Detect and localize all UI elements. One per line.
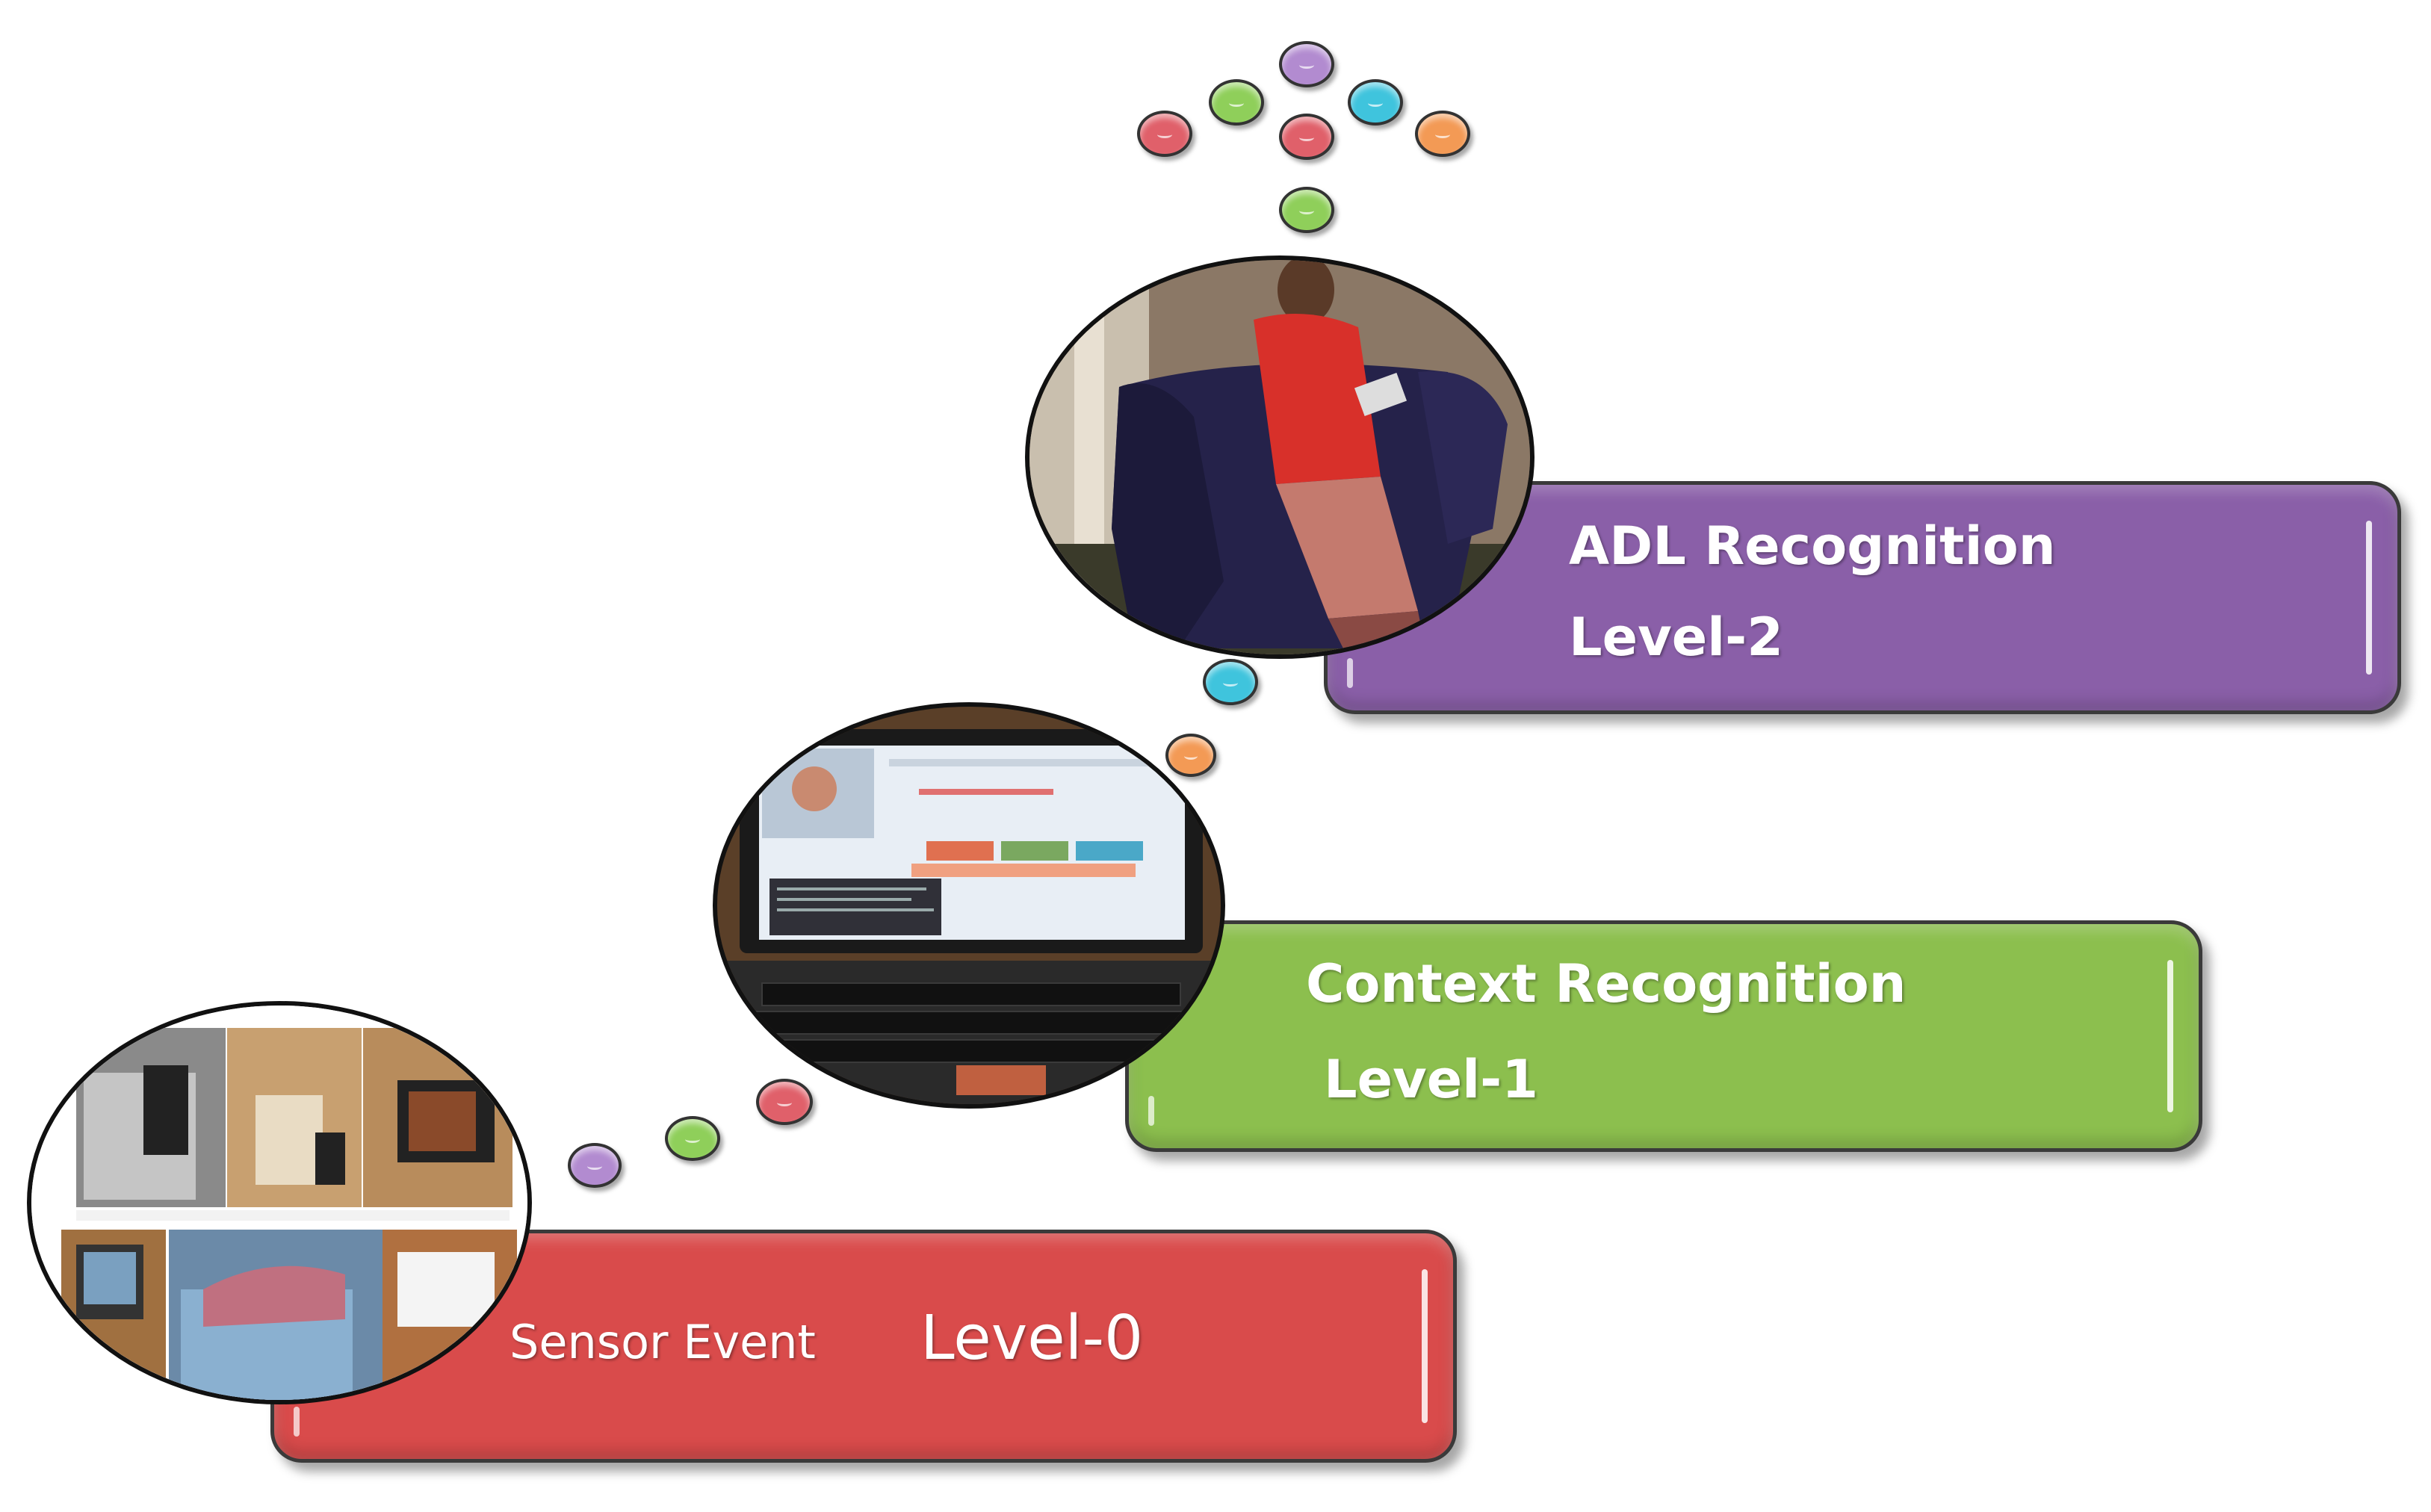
level-1-title: Context Recognition xyxy=(1306,953,1907,1014)
laptop-illustration xyxy=(717,707,1221,1104)
red-bubble xyxy=(756,1079,813,1125)
level-1-box xyxy=(1125,920,2202,1152)
orange-bubble xyxy=(1165,734,1216,777)
box-highlight xyxy=(1347,658,1353,688)
orange-bubble xyxy=(1415,111,1470,157)
purple-bubble xyxy=(568,1143,622,1188)
sensor-devices-collage-photo xyxy=(27,1001,532,1404)
level-0-title: Sensor Event xyxy=(510,1315,816,1369)
cyan-bubble xyxy=(1203,659,1258,705)
box-highlight xyxy=(2366,521,2372,675)
red-bubble xyxy=(1279,114,1334,160)
purple-bubble xyxy=(1279,41,1334,87)
sensor-collage-illustration xyxy=(31,1006,527,1400)
green-bubble xyxy=(1209,79,1264,126)
box-highlight xyxy=(2167,960,2173,1112)
level-2-subtitle: Level-2 xyxy=(1569,607,1783,668)
level-0-subtitle: Level-0 xyxy=(920,1303,1144,1374)
laptop-photo xyxy=(713,702,1225,1109)
person-on-sofa-illustration xyxy=(1029,260,1530,654)
level-1-subtitle: Level-1 xyxy=(1324,1049,1538,1110)
box-highlight xyxy=(294,1407,300,1437)
box-highlight xyxy=(1422,1269,1428,1423)
person-on-sofa-photo xyxy=(1025,255,1535,659)
cyan-bubble xyxy=(1348,79,1403,126)
red-bubble xyxy=(1137,111,1192,157)
green-bubble xyxy=(665,1116,720,1161)
level-2-title: ADL Recognition xyxy=(1569,515,2056,577)
box-highlight xyxy=(1148,1096,1154,1126)
green-bubble xyxy=(1279,187,1334,233)
